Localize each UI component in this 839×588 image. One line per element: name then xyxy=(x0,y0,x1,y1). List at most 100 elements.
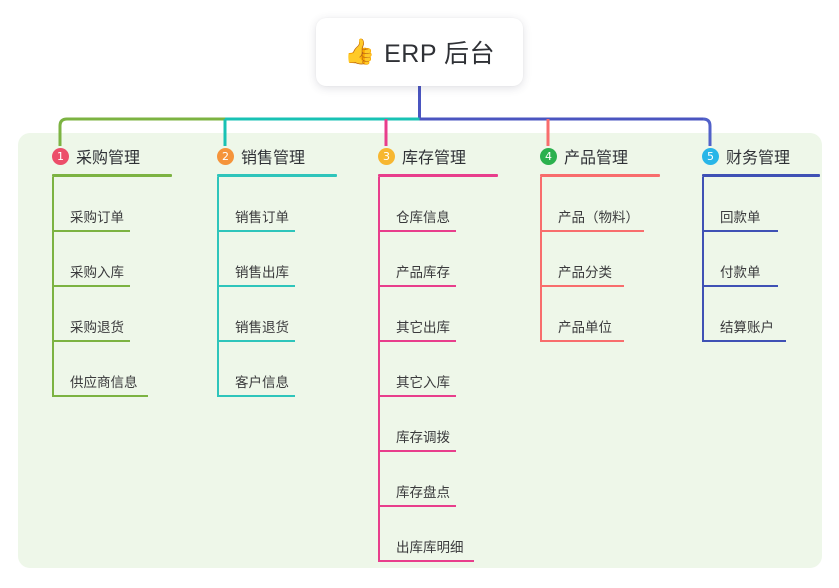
column-header-2[interactable]: 2 销售管理 xyxy=(197,143,337,169)
column-5: 5 财务管理回款单付款单结算账户 xyxy=(682,143,820,342)
leaf-item-label: 出库库明细 xyxy=(396,540,464,555)
leaf-item-label: 销售订单 xyxy=(235,210,289,225)
column-4: 4 产品管理产品（物料） 产品分类产品单位 xyxy=(520,143,660,342)
leaf-item-rule xyxy=(378,285,456,287)
leaf-item-rule xyxy=(378,560,474,562)
column-header-rule xyxy=(378,174,498,177)
column-badge-icon: 4 xyxy=(540,147,557,165)
leaf-item[interactable]: 采购订单 xyxy=(32,177,172,232)
leaf-item-rule xyxy=(702,230,778,232)
leaf-item-rule xyxy=(52,285,130,287)
column-header-rule xyxy=(702,174,820,177)
leaf-item-rule xyxy=(378,340,456,342)
column-header-5[interactable]: 5 财务管理 xyxy=(682,143,820,169)
leaf-item-label: 供应商信息 xyxy=(70,375,138,390)
leaf-item[interactable]: 产品单位 xyxy=(520,287,660,342)
column-spine xyxy=(702,177,704,342)
leaf-item[interactable]: 仓库信息 xyxy=(358,177,498,232)
column-badge-icon: 5 xyxy=(702,147,719,165)
column-items: 销售订单销售出库销售退货客户信息 xyxy=(197,177,337,397)
column-header-4[interactable]: 4 产品管理 xyxy=(520,143,660,169)
leaf-item[interactable]: 结算账户 xyxy=(682,287,820,342)
leaf-item-rule xyxy=(52,340,130,342)
leaf-item-rule xyxy=(217,285,295,287)
leaf-item-rule xyxy=(217,340,295,342)
leaf-item-rule xyxy=(540,340,624,342)
root-node[interactable]: 👍 ERP 后台 xyxy=(316,18,523,86)
column-header-1[interactable]: 1 采购管理 xyxy=(32,143,172,169)
column-header-rule xyxy=(52,174,172,177)
leaf-item-rule xyxy=(702,340,786,342)
leaf-item-rule xyxy=(540,230,644,232)
leaf-item-rule xyxy=(378,505,456,507)
column-title: 销售管理 xyxy=(241,150,306,167)
column-badge-icon: 3 xyxy=(378,147,395,165)
leaf-item[interactable]: 供应商信息 xyxy=(32,342,172,397)
leaf-item[interactable]: 销售出库 xyxy=(197,232,337,287)
leaf-item-rule xyxy=(52,395,148,397)
column-2: 2 销售管理销售订单销售出库销售退货客户信息 xyxy=(197,143,337,397)
leaf-item[interactable]: 销售订单 xyxy=(197,177,337,232)
leaf-item-rule xyxy=(540,285,624,287)
column-3: 3 库存管理仓库信息产品库存其它出库其它入库库存调拨库存盘点出库库明细 xyxy=(358,143,498,562)
leaf-item-label: 回款单 xyxy=(720,210,761,225)
leaf-item-label: 结算账户 xyxy=(720,320,774,335)
column-title: 产品管理 xyxy=(564,150,629,167)
leaf-item-label: 产品（物料） xyxy=(558,210,639,225)
column-title: 财务管理 xyxy=(726,150,791,167)
leaf-item-label: 其它出库 xyxy=(396,320,450,335)
leaf-item-label: 产品库存 xyxy=(396,265,450,280)
leaf-item-label: 库存盘点 xyxy=(396,485,450,500)
diagram-panel xyxy=(18,133,822,568)
leaf-item[interactable]: 采购入库 xyxy=(32,232,172,287)
column-items: 产品（物料） 产品分类产品单位 xyxy=(520,177,660,342)
column-header-rule xyxy=(540,174,660,177)
leaf-item-rule xyxy=(52,230,130,232)
column-header-rule xyxy=(217,174,337,177)
column-1: 1 采购管理采购订单采购入库采购退货供应商信息 xyxy=(32,143,172,397)
column-header-3[interactable]: 3 库存管理 xyxy=(358,143,498,169)
leaf-item-label: 采购入库 xyxy=(70,265,124,280)
leaf-item[interactable]: 产品库存 xyxy=(358,232,498,287)
leaf-item[interactable]: 付款单 xyxy=(682,232,820,287)
leaf-item-label: 产品分类 xyxy=(558,265,612,280)
column-items: 仓库信息产品库存其它出库其它入库库存调拨库存盘点出库库明细 xyxy=(358,177,498,562)
leaf-item-label: 付款单 xyxy=(720,265,761,280)
leaf-item[interactable]: 销售退货 xyxy=(197,287,337,342)
column-items: 采购订单采购入库采购退货供应商信息 xyxy=(32,177,172,397)
leaf-item[interactable]: 其它出库 xyxy=(358,287,498,342)
leaf-item[interactable]: 库存调拨 xyxy=(358,397,498,452)
leaf-item-label: 其它入库 xyxy=(396,375,450,390)
column-title: 采购管理 xyxy=(76,150,141,167)
leaf-item-rule xyxy=(702,285,778,287)
leaf-item-rule xyxy=(378,395,456,397)
leaf-item-label: 采购订单 xyxy=(70,210,124,225)
column-spine xyxy=(52,177,54,397)
leaf-item-rule xyxy=(378,230,456,232)
leaf-item-label: 销售退货 xyxy=(235,320,289,335)
root-node-label: ERP 后台 xyxy=(384,40,496,68)
leaf-item[interactable]: 回款单 xyxy=(682,177,820,232)
column-badge-icon: 1 xyxy=(52,147,69,165)
leaf-item[interactable]: 库存盘点 xyxy=(358,452,498,507)
thumbs-up-icon: 👍 xyxy=(343,37,376,66)
leaf-item-rule xyxy=(217,395,295,397)
column-spine xyxy=(378,177,380,562)
column-title: 库存管理 xyxy=(402,150,467,167)
leaf-item-label: 客户信息 xyxy=(235,375,289,390)
leaf-item[interactable]: 出库库明细 xyxy=(358,507,498,562)
leaf-item-label: 仓库信息 xyxy=(396,210,450,225)
leaf-item[interactable]: 其它入库 xyxy=(358,342,498,397)
leaf-item-label: 产品单位 xyxy=(558,320,612,335)
leaf-item-rule xyxy=(378,450,456,452)
leaf-item-label: 库存调拨 xyxy=(396,430,450,445)
leaf-item[interactable]: 产品分类 xyxy=(520,232,660,287)
leaf-item[interactable]: 产品（物料） xyxy=(520,177,660,232)
leaf-item[interactable]: 采购退货 xyxy=(32,287,172,342)
leaf-item-label: 销售出库 xyxy=(235,265,289,280)
column-spine xyxy=(217,177,219,397)
leaf-item[interactable]: 客户信息 xyxy=(197,342,337,397)
leaf-item-rule xyxy=(217,230,295,232)
column-badge-icon: 2 xyxy=(217,147,234,165)
